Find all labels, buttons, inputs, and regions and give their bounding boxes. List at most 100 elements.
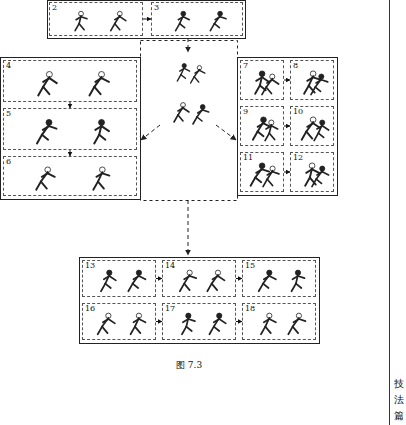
wrestler-limb	[306, 122, 313, 131]
wrestler-limb	[317, 172, 322, 175]
wrestler-limb	[258, 132, 264, 137]
wrestler-limb	[43, 87, 49, 94]
wrestler-limb	[94, 135, 99, 144]
wrestler-limb	[258, 123, 264, 127]
wrestler-limb	[314, 133, 318, 140]
wrestler-limb	[293, 319, 298, 322]
panel-number: 9	[243, 107, 248, 116]
wrestler-limb	[184, 275, 189, 284]
side-heading-char: 法	[394, 394, 404, 405]
wrestler-limb	[190, 276, 197, 278]
wrestler-limb	[203, 110, 209, 112]
technique-panel: 10	[290, 106, 334, 146]
group-frame	[1, 58, 141, 200]
wrestler-limb	[186, 327, 191, 331]
wrestler-limb	[133, 284, 138, 288]
wrestler-limb	[120, 17, 126, 21]
wrestler-limb	[98, 327, 102, 335]
wrestler-limb	[306, 132, 312, 139]
wrestler-limb	[49, 78, 56, 83]
wrestler-limb	[269, 133, 274, 139]
wrestler-limb	[256, 169, 262, 173]
wrestler-limb	[135, 327, 140, 334]
wrestler-limb	[218, 276, 225, 280]
wrestler-limb	[315, 87, 320, 91]
wrestler-limb	[317, 126, 322, 129]
wrestler-limb	[299, 319, 306, 321]
wrestler-limb	[255, 168, 262, 177]
wrestler-limb	[109, 276, 116, 280]
wrestler-limb	[293, 327, 298, 334]
wrestler-limb	[102, 126, 109, 131]
wrestler-limb	[261, 327, 265, 335]
wrestler-limb	[321, 80, 327, 82]
wrestler-limb	[115, 24, 120, 30]
wrestler-limb	[184, 68, 189, 71]
wrestler-limb	[176, 24, 180, 31]
wrestler-limb	[183, 319, 188, 322]
technique-panel: 7	[240, 60, 284, 100]
panel-number: 6	[6, 157, 11, 166]
panel-number: 3	[154, 3, 159, 12]
wrestler-limb	[181, 75, 186, 79]
wrestler-limb	[95, 126, 101, 130]
wrestler-limb	[267, 172, 272, 175]
wrestler-limb	[296, 284, 301, 288]
wrestler-limb	[139, 276, 146, 279]
center-frame	[141, 41, 238, 201]
wrestler-limb	[133, 319, 138, 322]
wrestler-limb	[104, 276, 109, 279]
technique-panel: 12	[290, 152, 334, 192]
wrestler-limb	[128, 284, 132, 292]
wrestler-limb	[195, 70, 200, 73]
wrestler-limb	[139, 319, 146, 322]
panel-number: 8	[293, 61, 298, 70]
wrestler-limb	[271, 126, 277, 129]
wrestler-limb	[214, 16, 220, 24]
wrestler-limb	[105, 284, 110, 288]
figure-caption: 图 7.3	[176, 360, 202, 371]
wrestler-limb	[269, 276, 276, 279]
wrestler-limb	[103, 319, 108, 322]
wrestler-limb	[131, 327, 135, 335]
wrestler-limb	[265, 327, 270, 334]
group-frame	[80, 258, 320, 344]
wrestler-limb	[183, 108, 189, 112]
wrestler-limb	[49, 126, 56, 128]
wrestler-limb	[101, 284, 105, 292]
wrestler-limb	[184, 284, 189, 291]
wrestler-limb	[266, 79, 272, 87]
panel-number: 17	[165, 304, 175, 313]
wrestler-limb	[178, 17, 183, 20]
wrestler-limb	[262, 169, 269, 171]
flow-arrow	[188, 38, 189, 52]
wrestler-limb	[194, 70, 199, 77]
panel-number: 16	[85, 304, 95, 313]
technique-panel: 4	[3, 60, 137, 102]
wrestler-limb	[197, 109, 203, 117]
panel-number: 2	[52, 3, 57, 12]
wrestler-limb	[89, 87, 94, 96]
wrestler-limb	[133, 276, 138, 279]
wrestler-limb	[199, 70, 204, 73]
wrestler-limb	[193, 117, 197, 124]
technique-panel: 11	[240, 152, 284, 192]
wrestler-limb	[322, 126, 328, 130]
wrestler-limb	[102, 173, 109, 175]
flow-arrow	[188, 200, 189, 255]
wrestler-limb	[263, 284, 268, 288]
wrestler-limb	[184, 276, 189, 279]
wrestler-limb	[273, 172, 279, 174]
wrestler-limb	[288, 327, 292, 335]
wrestler-limb	[307, 77, 313, 81]
side-heading-char: 技	[394, 378, 404, 389]
panel-number: 14	[165, 261, 175, 270]
wrestler-limb	[42, 135, 48, 140]
wrestler-limb	[307, 123, 313, 127]
panel-number: 18	[245, 304, 255, 313]
wrestler-limb	[37, 135, 42, 144]
wrestler-limb	[191, 77, 195, 83]
technique-panel: 3	[151, 2, 243, 36]
